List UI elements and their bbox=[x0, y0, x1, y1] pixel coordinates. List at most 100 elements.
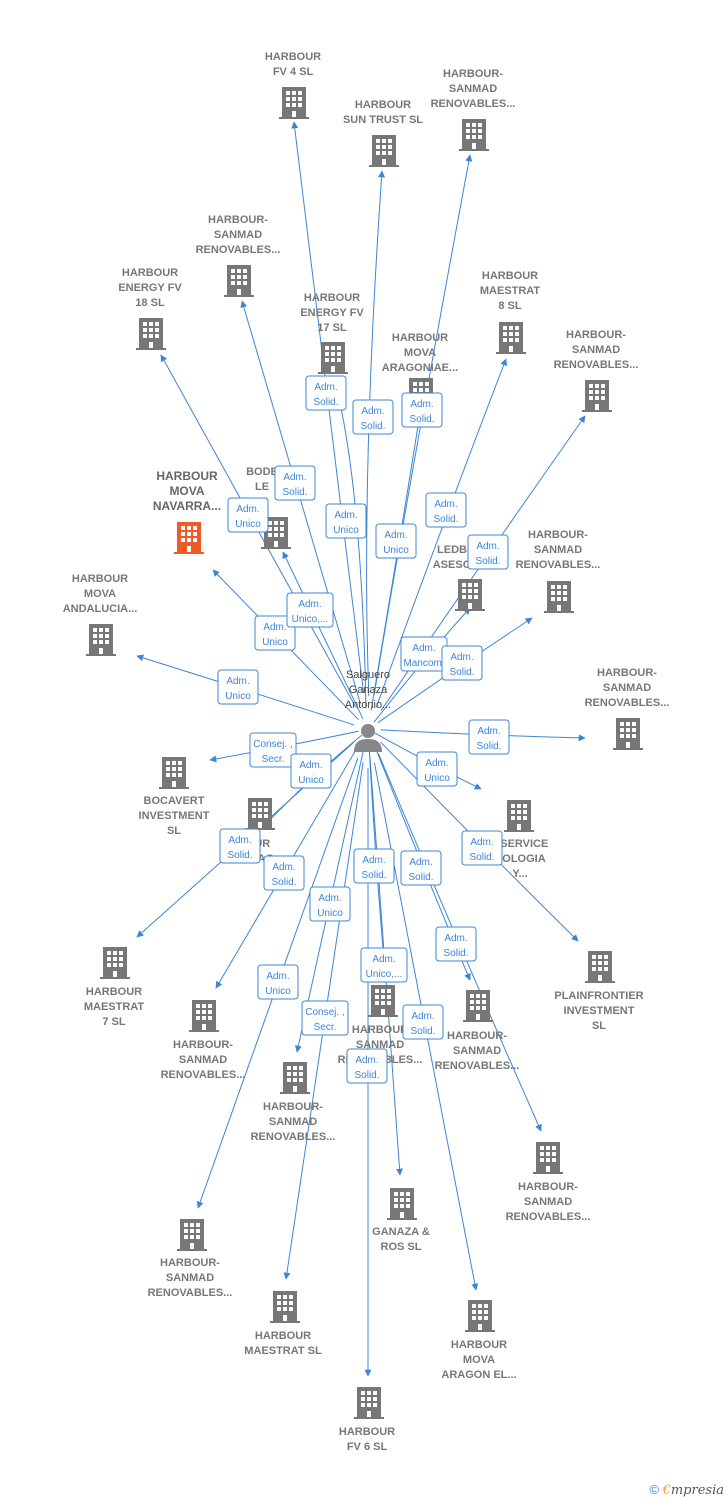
role-tag[interactable]: Adm.Unico bbox=[254, 615, 296, 651]
company-name-line: SANMAD bbox=[214, 229, 262, 241]
building-icon bbox=[585, 951, 615, 983]
role-tag[interactable]: Adm.Solid. bbox=[467, 534, 509, 570]
role-tag-text: Adm. bbox=[298, 599, 321, 610]
company-name-line: RENOVABLES... bbox=[516, 559, 601, 571]
role-tag[interactable]: Adm.Unico bbox=[290, 753, 332, 789]
role-tag-box bbox=[227, 497, 269, 533]
role-tag[interactable]: Adm.Unico bbox=[227, 497, 269, 533]
role-tag[interactable]: Adm.Unico bbox=[325, 503, 367, 539]
building-icon bbox=[100, 947, 130, 979]
company-name-line: INVESTMENT bbox=[139, 810, 210, 822]
brand-logo-initial: € bbox=[662, 1483, 671, 1498]
company-name-line: ARAGONIAE... bbox=[382, 362, 458, 374]
role-tag[interactable]: Adm.Solid. bbox=[402, 1004, 444, 1040]
center-name-line: Salguero bbox=[346, 669, 390, 681]
company-name-line: BOCAVERT bbox=[144, 795, 205, 807]
role-tag[interactable]: Adm.Unico bbox=[416, 751, 458, 787]
role-tag[interactable]: Adm.Solid. bbox=[263, 855, 305, 891]
role-tag[interactable]: Adm.Solid. bbox=[219, 828, 261, 864]
company-name-line: RENOVABLES... bbox=[161, 1069, 246, 1081]
company-name-line: 8 SL bbox=[498, 300, 522, 312]
company-name-line: HARBOUR- bbox=[597, 667, 657, 679]
role-tag-text: Solid. bbox=[410, 1026, 435, 1037]
company-name-line: ROS SL bbox=[381, 1241, 422, 1253]
company-name-line: OSERVICE bbox=[492, 838, 549, 850]
company-name-line: SANMAD bbox=[449, 83, 497, 95]
role-tag[interactable]: Adm.Solid. bbox=[468, 719, 510, 755]
role-tag[interactable]: Consej. ,Secr. bbox=[301, 1000, 349, 1036]
company-node[interactable]: GANAZA &ROS SL bbox=[372, 1188, 430, 1253]
role-tag[interactable]: Adm.Solid. bbox=[435, 926, 477, 962]
role-tag[interactable]: Adm.Unico bbox=[257, 964, 299, 1000]
role-tag[interactable]: Adm.Solid. bbox=[346, 1048, 388, 1084]
role-tag-text: Solid. bbox=[476, 741, 501, 752]
role-tag[interactable]: Adm.Solid. bbox=[352, 399, 394, 435]
role-tag-text: Adm. bbox=[318, 893, 341, 904]
building-icon bbox=[544, 581, 574, 613]
role-tag[interactable]: Adm.Solid. bbox=[400, 850, 442, 886]
role-tag[interactable]: Adm.Solid. bbox=[274, 465, 316, 501]
building-icon bbox=[533, 1142, 563, 1174]
role-tag[interactable]: Adm.Mancom. bbox=[400, 636, 448, 672]
center-name-line: Ganaza bbox=[349, 684, 388, 696]
company-name-line: HARBOUR- bbox=[160, 1257, 220, 1269]
company-name-line: MOVA bbox=[169, 484, 204, 498]
role-tag[interactable]: Adm.Solid. bbox=[353, 848, 395, 884]
footer-brand: © €mpresia bbox=[649, 1482, 724, 1498]
company-name-line: HARBOUR bbox=[86, 986, 142, 998]
role-tag-text: Adm. bbox=[444, 933, 467, 944]
role-tag[interactable]: Adm.Unico,... bbox=[360, 947, 408, 983]
role-tag-text: Adm. bbox=[372, 954, 395, 965]
company-name-line: NOLOGIA bbox=[494, 853, 545, 865]
role-tag-text: Adm. bbox=[272, 862, 295, 873]
role-tag[interactable]: Adm.Solid. bbox=[305, 375, 347, 411]
building-icon bbox=[177, 1219, 207, 1251]
role-tag[interactable]: Adm.Unico bbox=[217, 669, 259, 705]
role-tag[interactable]: Adm.Solid. bbox=[441, 645, 483, 681]
role-tag[interactable]: Adm.Solid. bbox=[401, 392, 443, 428]
role-tag[interactable]: Consej. ,Secr. bbox=[249, 732, 297, 768]
company-name-line: HARBOUR bbox=[72, 573, 128, 585]
company-name-line: FV 4 SL bbox=[273, 66, 314, 78]
role-tag[interactable]: Adm.Unico,... bbox=[286, 592, 334, 628]
role-tag[interactable]: Adm.Solid. bbox=[425, 492, 467, 528]
role-tag[interactable]: Adm.Unico bbox=[309, 886, 351, 922]
role-tag[interactable]: Adm.Solid. bbox=[461, 830, 503, 866]
building-icon bbox=[582, 380, 612, 412]
role-tag[interactable]: Adm.Unico bbox=[375, 523, 417, 559]
